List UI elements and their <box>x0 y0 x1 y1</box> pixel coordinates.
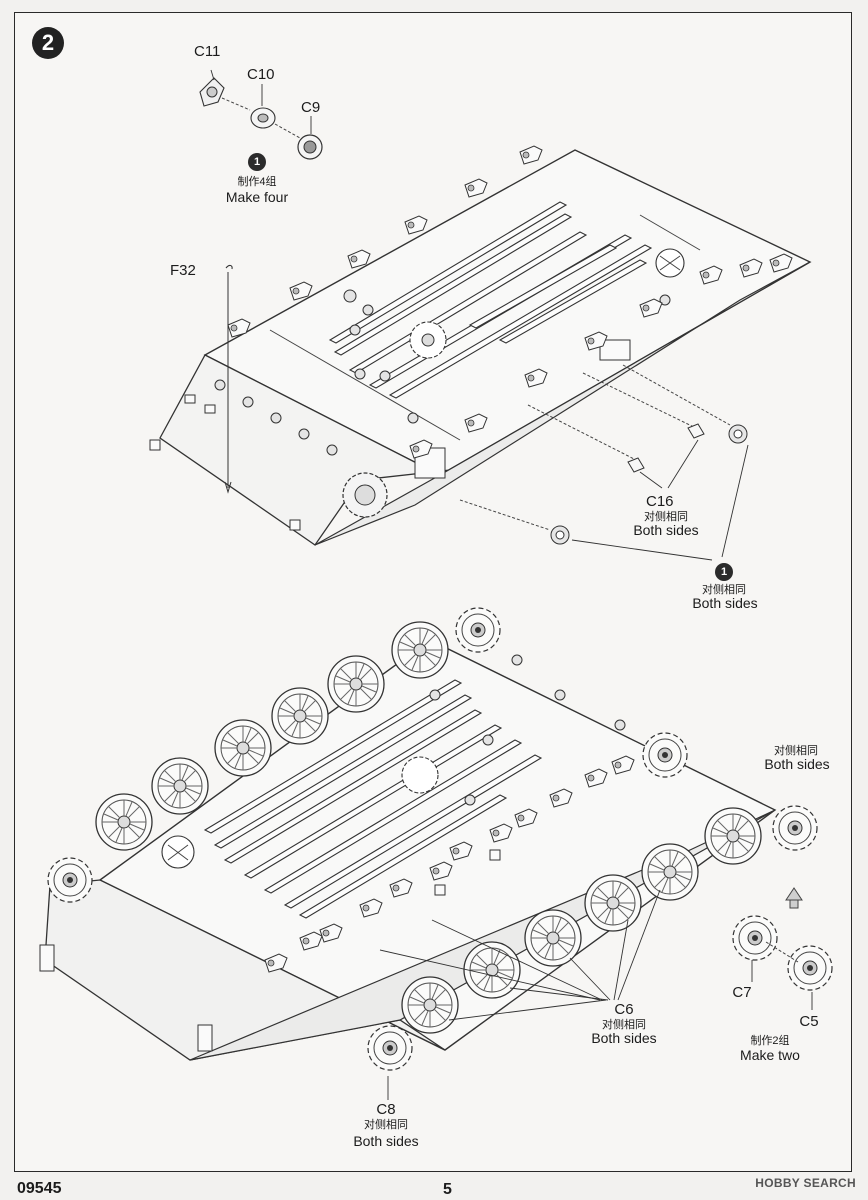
watermark: HOBBY SEARCH <box>755 1176 856 1190</box>
c6-both-sides-cn: 对侧相同 <box>602 1019 646 1031</box>
idler-hub <box>342 472 388 518</box>
callout-c5: C5 <box>799 1013 819 1030</box>
make-four-cn: 制作4组 <box>237 176 277 188</box>
sprocket-both-sides: Both sides <box>764 756 830 772</box>
callout-f32: F32 <box>170 262 196 279</box>
subassembly-badge-1-ref: 1 <box>715 563 733 581</box>
badge1-both-sides: Both sides <box>692 595 758 611</box>
step-number-badge: 2 <box>32 27 64 59</box>
wheel-subassembly-top <box>199 69 323 160</box>
c8-both-sides: Both sides <box>353 1133 419 1149</box>
make-two-label: Make two <box>740 1047 800 1063</box>
callout-c16: C16 <box>646 493 674 510</box>
c16-both-sides-cn: 对侧相同 <box>644 511 688 523</box>
make-two-cn: 制作2组 <box>750 1035 790 1047</box>
subassembly-badge-top: 1 <box>248 153 266 171</box>
callout-c11: C11 <box>194 43 221 60</box>
upper-hull-view <box>149 145 812 561</box>
lower-hull-view <box>39 607 777 1100</box>
callout-c8: C8 <box>376 1101 396 1118</box>
callout-c6: C6 <box>614 1001 634 1018</box>
callout-c9: C9 <box>301 99 321 116</box>
c8-both-sides-cn: 对侧相同 <box>364 1119 408 1131</box>
sprocket-subassembly <box>732 805 833 1010</box>
c6-both-sides: Both sides <box>591 1030 657 1046</box>
idler-c8 <box>367 1025 413 1071</box>
callout-c10: C10 <box>247 66 275 83</box>
c6-leader-lines <box>379 889 661 1021</box>
make-four-label: Make four <box>225 189 289 205</box>
sprocket-both-sides-cn: 对侧相同 <box>774 745 818 757</box>
page-number: 5 <box>443 1181 452 1198</box>
callout-c7: C7 <box>732 984 752 1001</box>
c16-both-sides: Both sides <box>633 522 699 538</box>
product-code: 09545 <box>17 1180 62 1197</box>
badge1-both-sides-cn: 对侧相同 <box>702 584 746 596</box>
